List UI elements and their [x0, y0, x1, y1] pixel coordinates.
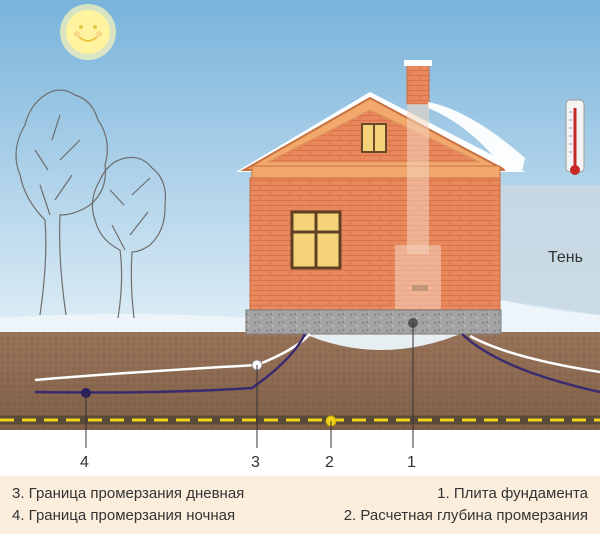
- chimney-snow: [404, 60, 432, 66]
- day-freezing-boundary: [34, 333, 311, 382]
- legend-item-3: 3. Граница промерзания дневная: [12, 485, 244, 502]
- thaw-zone: [300, 332, 465, 350]
- legend-item-2: 2. Расчетная глубина промерзания: [344, 507, 588, 524]
- flue: [407, 104, 429, 254]
- number-4: 4: [80, 454, 89, 471]
- night-freezing-boundary-right: [461, 333, 600, 394]
- legend-item-4: 4. Граница промерзания ночная: [12, 507, 235, 524]
- chimney: [406, 61, 430, 105]
- legend-panel: [0, 476, 600, 534]
- tree-left-icon: [15, 89, 108, 316]
- foundation-slab: [245, 309, 502, 335]
- night-freezing-boundary: [34, 333, 307, 394]
- number-2: 2: [325, 454, 334, 471]
- thermometer-icon: [565, 99, 585, 175]
- day-freezing-boundary-right: [469, 334, 600, 374]
- white-band: [0, 430, 600, 470]
- snow-left: [0, 314, 250, 332]
- house-window: [290, 210, 342, 270]
- shadow-label: Тень: [548, 249, 583, 266]
- tree-right-icon: [91, 156, 167, 319]
- house-shadow: [500, 185, 600, 315]
- legend-item-1: 1. Плита фундамента: [437, 485, 588, 502]
- sun-face-icon: [60, 4, 116, 60]
- number-1: 1: [407, 454, 416, 471]
- snow-right: [500, 300, 600, 332]
- number-3: 3: [251, 454, 260, 471]
- stove: [395, 245, 441, 309]
- house-wall: [249, 177, 501, 313]
